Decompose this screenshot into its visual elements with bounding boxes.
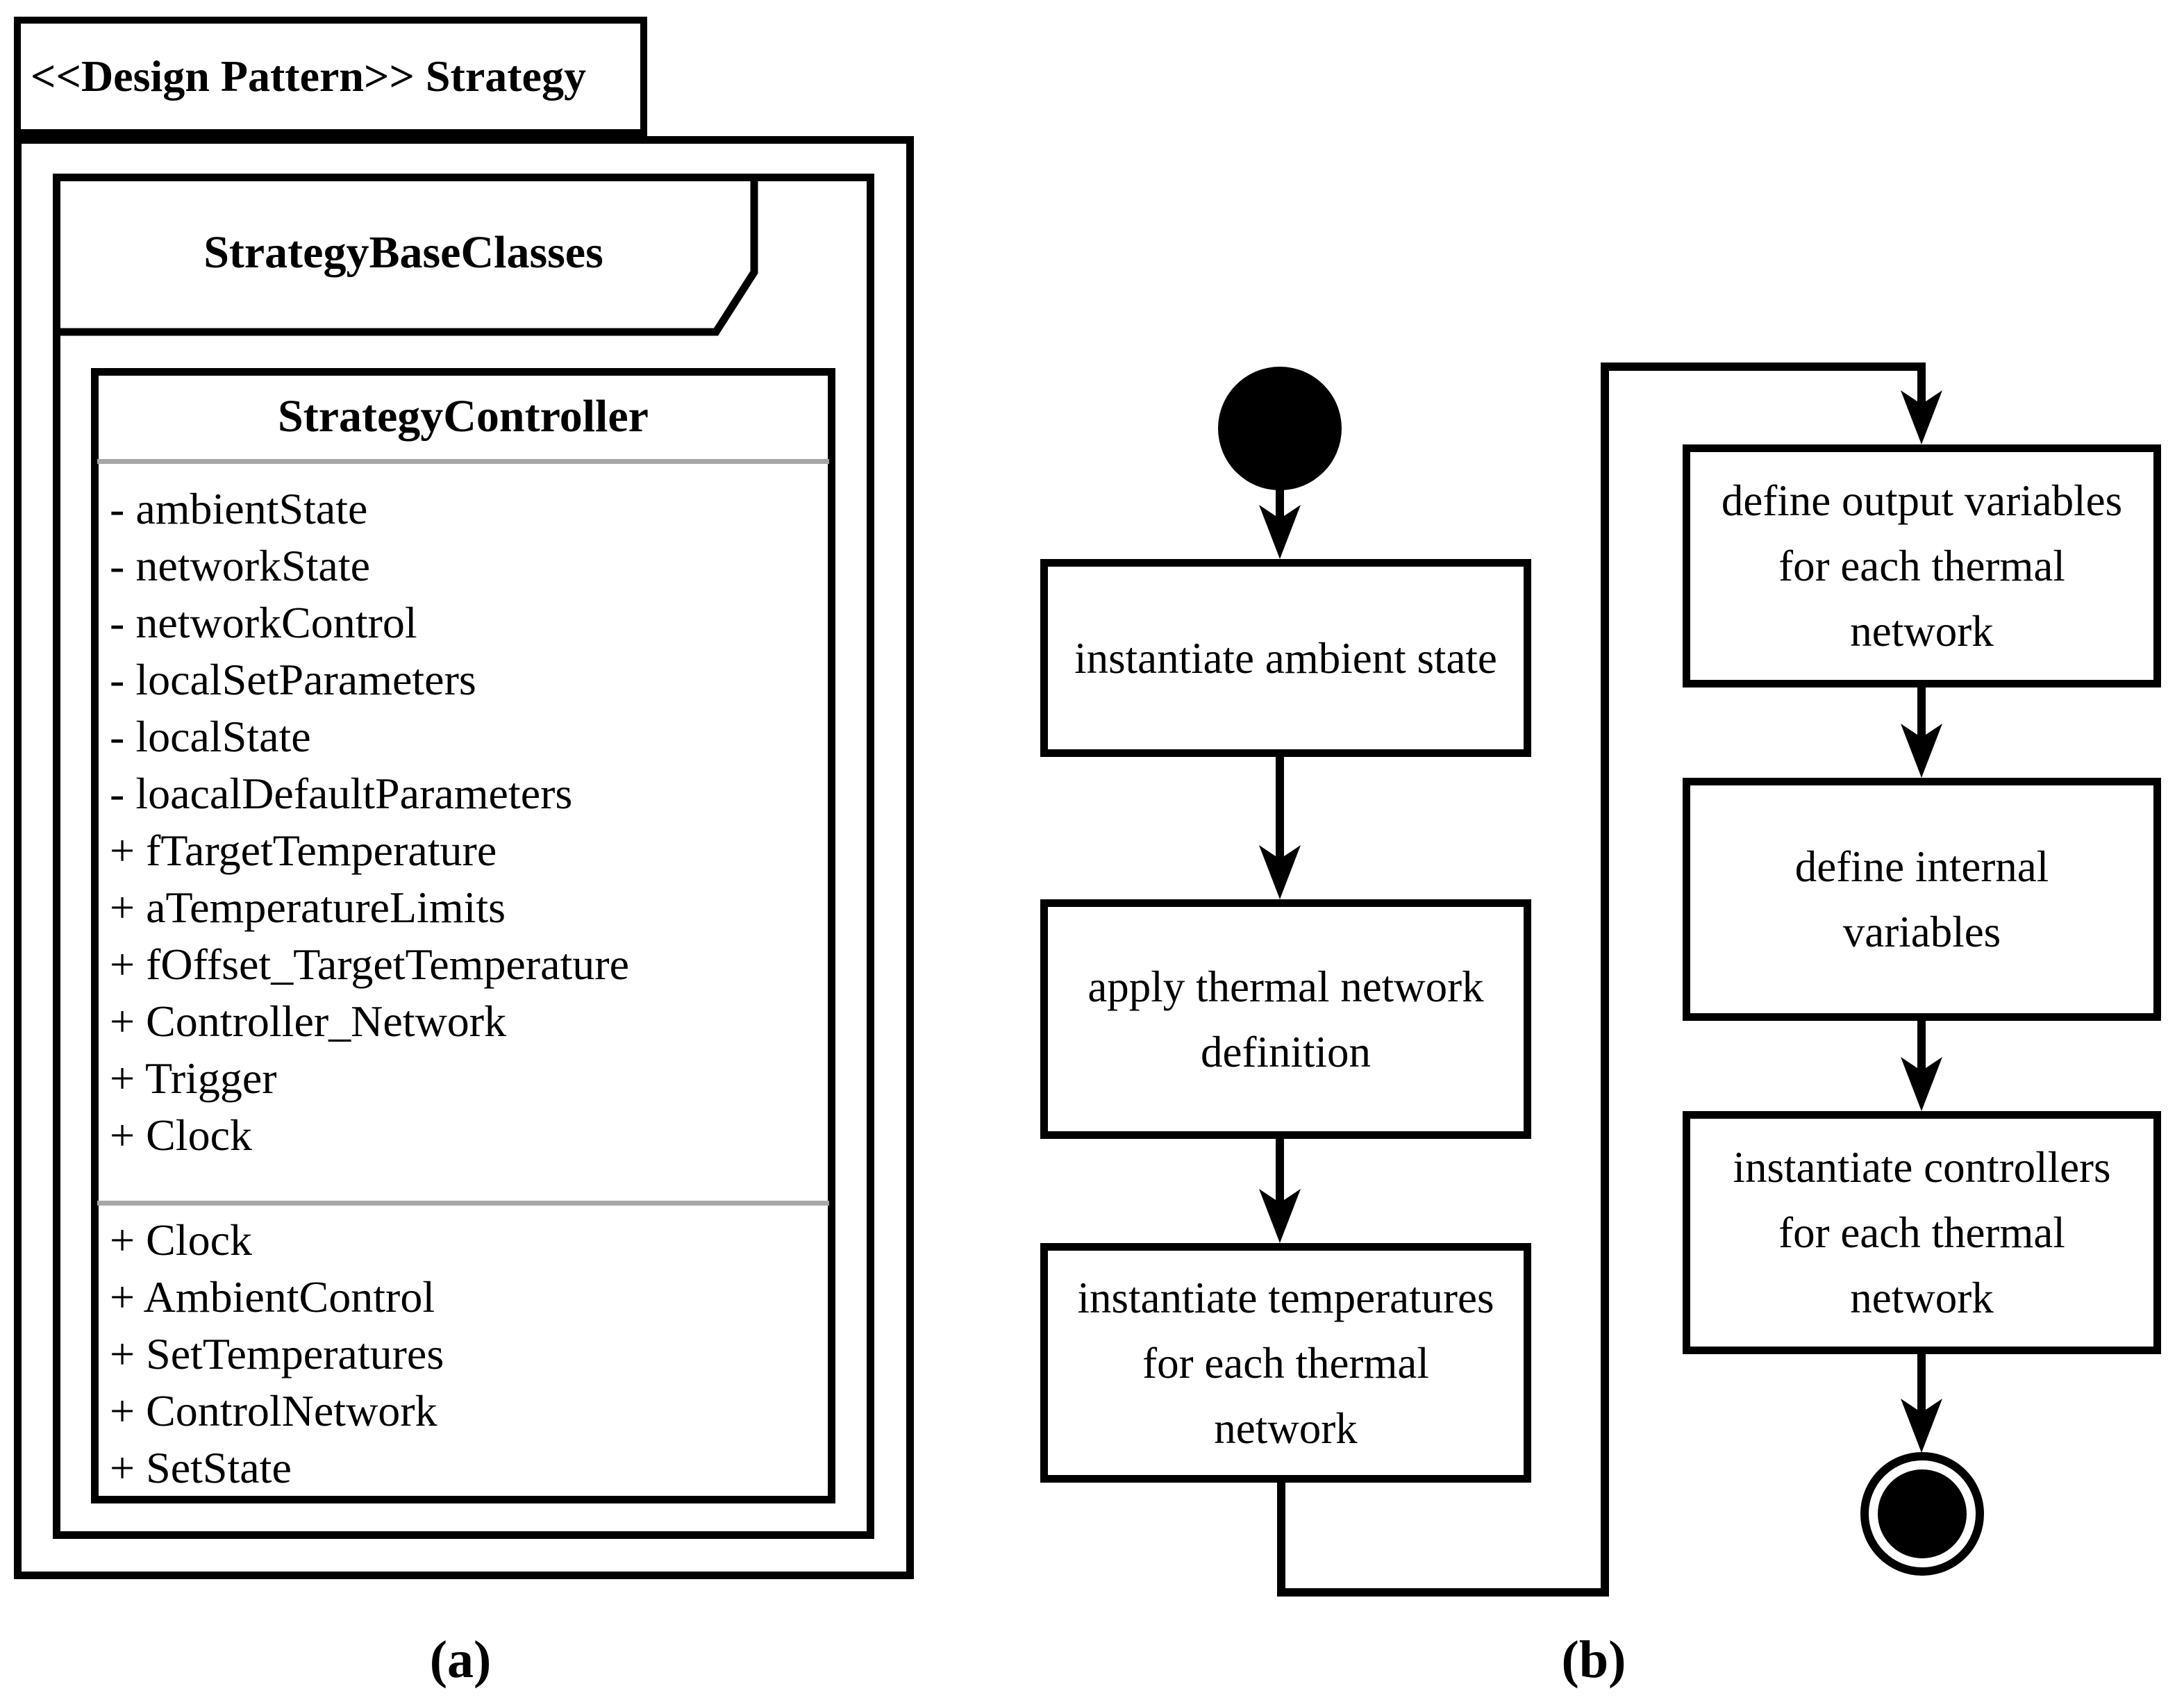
- flow-arrow-start-to-step1: [1259, 486, 1301, 559]
- panel-a-label: (a): [429, 1631, 492, 1689]
- class-operation-list: + Clock + AmbientControl + SetTemperatures…: [110, 1212, 818, 1497]
- class-member-row: - networkState: [110, 541, 370, 590]
- class-member-row: - localState: [110, 712, 311, 761]
- strategy-base-classes-title: StrategyBaseClasses: [203, 227, 603, 278]
- activity-step-instantiate-temperatures: instantiate temperatures for each therma…: [1040, 1243, 1531, 1483]
- class-member-row: + AmbientControl: [110, 1272, 435, 1322]
- class-member-row: + fTargetTemperature: [110, 826, 497, 875]
- class-member-row: - networkControl: [110, 598, 417, 647]
- flow-arrow-step2-to-step3: [1259, 1139, 1301, 1243]
- class-member-row: - ambientState: [110, 484, 368, 533]
- activity-start-node: [1218, 367, 1342, 490]
- activity-step-apply-thermal-network-definition: apply thermal network definition: [1040, 899, 1531, 1139]
- strategy-controller-class-box: [91, 368, 835, 1503]
- strategy-controller-class-name: StrategyController: [278, 391, 649, 442]
- class-member-row: - loacalDefaultParameters: [110, 769, 573, 818]
- activity-step-define-output-variables: define output variables for each thermal…: [1683, 444, 2161, 688]
- class-member-row: + SetState: [110, 1443, 292, 1492]
- panel-b-label: (b): [1561, 1631, 1626, 1689]
- activity-step-instantiate-controllers: instantiate controllers for each thermal…: [1683, 1111, 2161, 1354]
- class-member-row: + Controller_Network: [110, 997, 507, 1046]
- activity-final-node: [1860, 1452, 1984, 1576]
- class-member-row: - localSetParameters: [110, 655, 476, 704]
- design-pattern-package-tab: <<Design Pattern>> Strategy: [14, 17, 647, 136]
- class-title-divider: [97, 459, 829, 464]
- flow-arrow-step5-to-step6: [1901, 1021, 1942, 1111]
- flow-arrow-step6-to-final: [1901, 1354, 1942, 1453]
- class-member-row: + fOffset_TargetTemperature: [110, 940, 629, 989]
- class-member-row: + aTemperatureLimits: [110, 883, 506, 932]
- class-operations-divider: [97, 1201, 829, 1206]
- design-pattern-package-title: <<Design Pattern>> Strategy: [31, 51, 586, 101]
- flow-arrow-step4-to-step5: [1901, 688, 1942, 778]
- class-attribute-list: - ambientState - networkState - networkCon…: [110, 481, 818, 1164]
- class-member-row: + Trigger: [110, 1053, 277, 1103]
- class-member-row: + Clock: [110, 1215, 252, 1265]
- class-member-row: + ControlNetwork: [110, 1386, 437, 1435]
- class-member-row: + SetTemperatures: [110, 1329, 444, 1378]
- flow-arrow-step1-to-step2: [1259, 757, 1301, 899]
- activity-step-instantiate-ambient-state: instantiate ambient state: [1040, 559, 1531, 757]
- class-member-row: + Clock: [110, 1110, 252, 1160]
- activity-step-define-internal-variables: define internal variables: [1683, 778, 2161, 1021]
